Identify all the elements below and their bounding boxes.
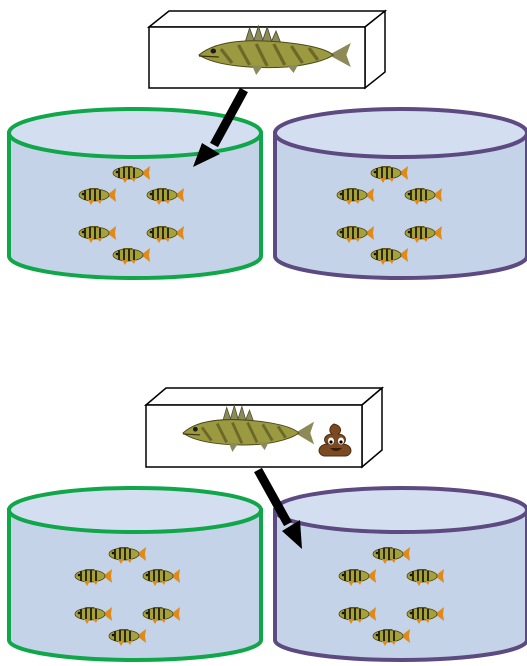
top-panel	[7, 9, 527, 280]
green-tank	[7, 486, 263, 662]
poop-icon	[318, 423, 352, 457]
purple-tank	[273, 107, 527, 280]
arrow-to-green-tank	[193, 87, 248, 167]
arrow-to-purple-tank	[254, 467, 302, 549]
purple-tank	[273, 486, 527, 662]
bottom-panel	[7, 386, 527, 662]
green-tank	[7, 107, 263, 280]
